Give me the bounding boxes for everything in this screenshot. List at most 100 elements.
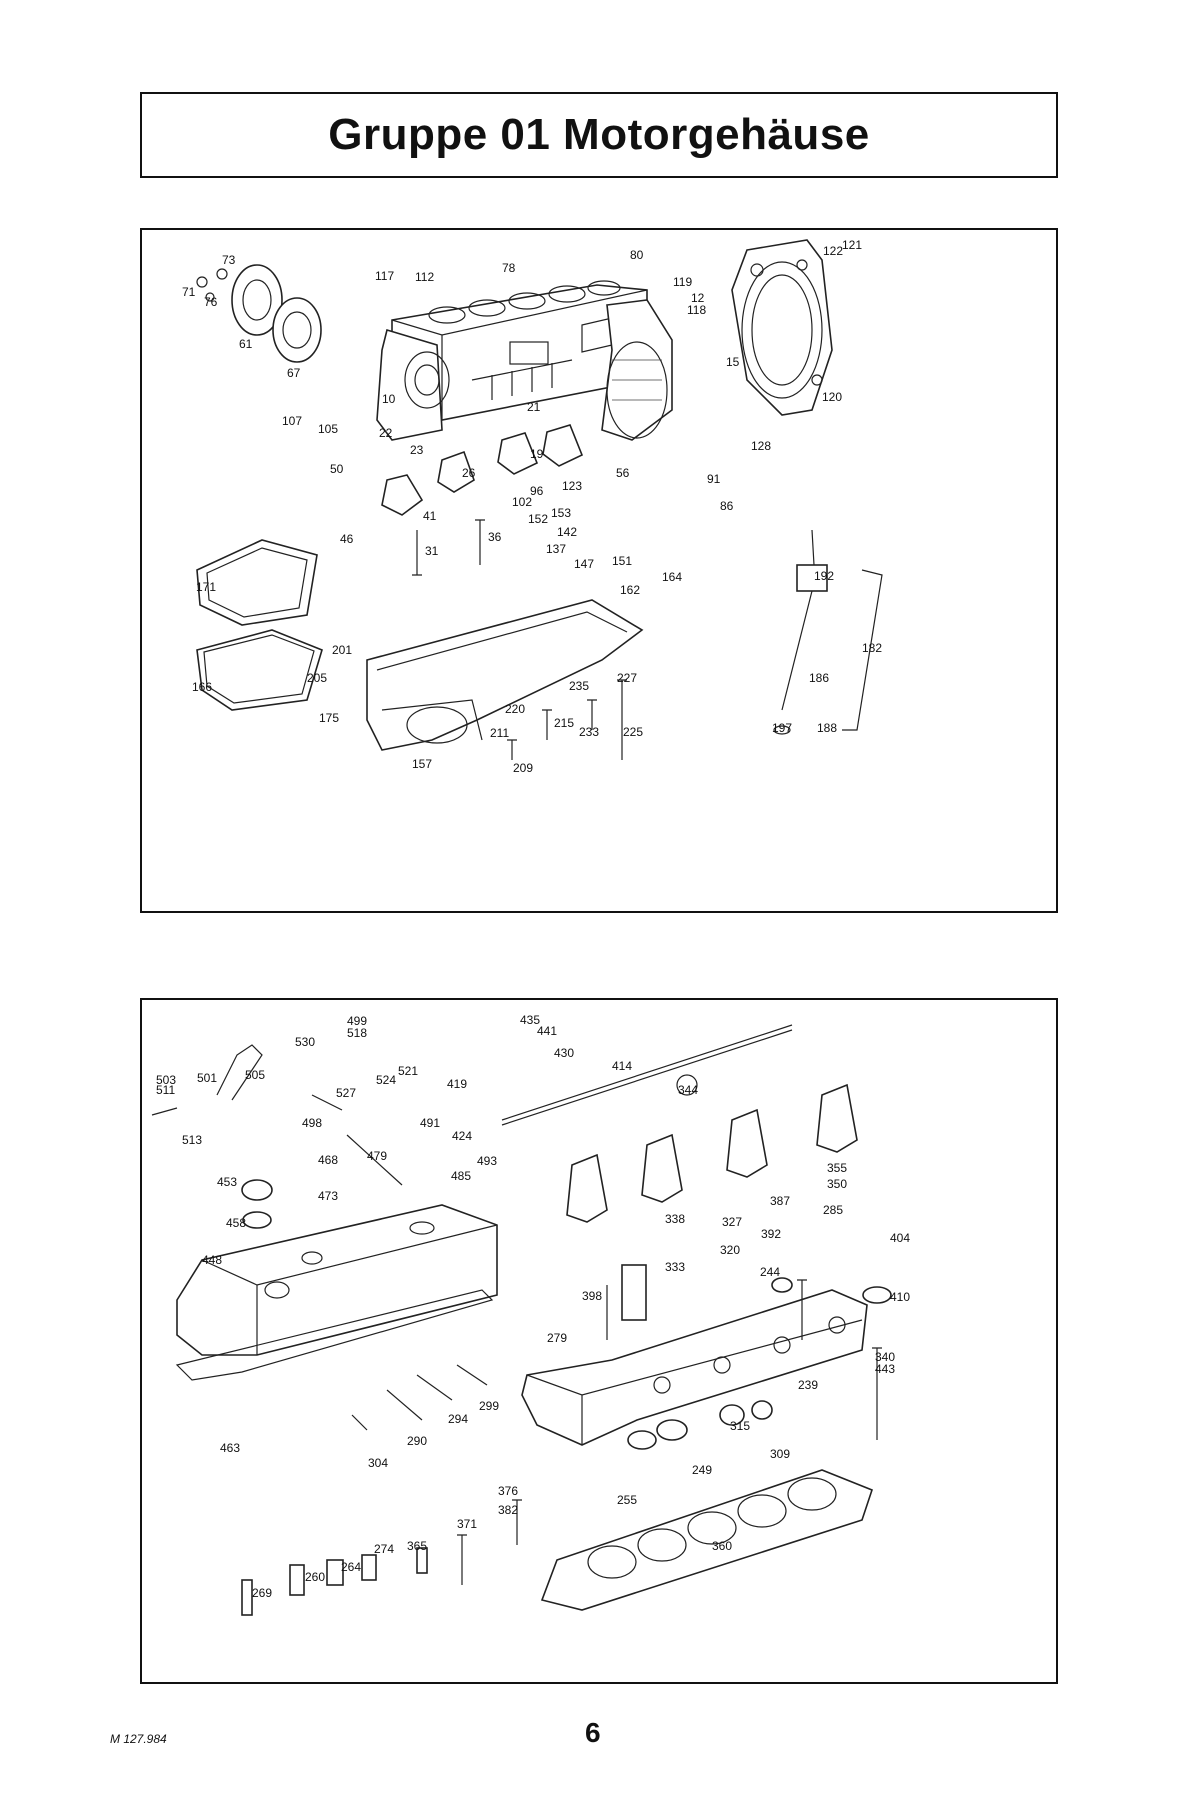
top-callout-128: 128: [751, 439, 771, 453]
flywheel-housing-drawing: [731, 239, 833, 416]
top-callout-117: 117: [375, 269, 394, 283]
top-callout-31: 31: [425, 544, 439, 558]
bottom-callout-344: 344: [678, 1083, 698, 1097]
small-fittings: [241, 1264, 892, 1616]
bottom-callout-435: 435: [520, 1013, 540, 1027]
top-callout-175: 175: [319, 711, 339, 725]
bottom-callout-404: 404: [890, 1231, 910, 1245]
top-callout-96: 96: [530, 484, 544, 498]
top-callout-22: 22: [379, 426, 393, 440]
bottom-callout-498: 498: [302, 1116, 322, 1130]
bottom-callout-279: 279: [547, 1331, 567, 1345]
page-number: 6: [585, 1717, 601, 1748]
bottom-callout-463: 463: [220, 1441, 240, 1455]
top-callout-41: 41: [423, 509, 437, 523]
valve-cover-drawing: [176, 1204, 498, 1356]
top-callout-122: 122: [823, 244, 843, 258]
bottom-callout-505: 505: [245, 1068, 265, 1082]
bolts: [412, 519, 627, 760]
top-callout-227: 227: [617, 671, 637, 685]
bottom-callout-530: 530: [295, 1035, 315, 1049]
bottom-callout-473: 473: [318, 1189, 338, 1203]
rocker-arm-supports: [566, 1074, 858, 1223]
top-callout-235: 235: [569, 679, 589, 693]
top-callout-120: 120: [822, 390, 842, 404]
bottom-callout-513: 513: [182, 1133, 202, 1147]
dipstick-and-tube: [773, 529, 883, 735]
bottom-callout-382: 382: [498, 1503, 518, 1517]
bottom-callout-518: 518: [347, 1026, 367, 1040]
bottom-callout-264: 264: [341, 1560, 361, 1574]
bottom-callout-410: 410: [890, 1290, 910, 1304]
bottom-callout-453: 453: [217, 1175, 237, 1189]
valve-cover-gasket: [175, 1289, 494, 1381]
top-callout-188: 188: [817, 721, 837, 735]
top-callout-182: 182: [862, 641, 882, 655]
top-callout-186: 186: [809, 671, 829, 685]
top-callout-102: 102: [512, 495, 532, 509]
page-title: Gruppe 01 Motorgehäuse: [328, 110, 870, 159]
breather-hoses: [151, 1044, 403, 1186]
top-callout-119: 119: [673, 275, 692, 289]
lower-oil-pan: [196, 629, 323, 711]
top-callout-121: 121: [842, 238, 862, 252]
bottom-callout-398: 398: [582, 1289, 602, 1303]
top-callout-151: 151: [612, 554, 632, 568]
top-callout-123: 123: [562, 479, 582, 493]
top-callout-112: 112: [415, 270, 434, 284]
cylinder-head-drawing: [521, 1289, 868, 1446]
bottom-callout-260: 260: [305, 1570, 325, 1584]
top-callout-67: 67: [287, 366, 301, 380]
top-callout-192: 192: [814, 569, 834, 583]
top-callout-233: 233: [579, 725, 599, 739]
bottom-callout-290: 290: [407, 1434, 427, 1448]
bottom-callout-443: 443: [875, 1362, 895, 1376]
top-callout-19: 19: [530, 447, 544, 461]
top-callout-46: 46: [340, 532, 354, 546]
bottom-callout-327: 327: [722, 1215, 742, 1229]
bottom-callout-340: 340: [875, 1350, 895, 1364]
top-callout-12: 12: [691, 291, 705, 305]
top-callout-78: 78: [502, 261, 516, 275]
main-bearing-caps: [381, 424, 584, 516]
bottom-callout-493: 493: [477, 1154, 497, 1168]
top-callout-153: 153: [551, 506, 571, 520]
top-callout-91: 91: [707, 472, 721, 486]
bottom-callout-458: 458: [226, 1216, 246, 1230]
top-callout-162: 162: [620, 583, 640, 597]
bottom-callout-294: 294: [448, 1412, 468, 1426]
top-callout-50: 50: [330, 462, 344, 476]
top-callout-220: 220: [505, 702, 525, 716]
bottom-callout-249: 249: [692, 1463, 712, 1477]
top-callout-201: 201: [332, 643, 352, 657]
bottom-callout-524: 524: [376, 1073, 396, 1087]
top-callout-197: 197: [772, 721, 792, 735]
oil-pan-gasket: [196, 539, 318, 626]
catalog-code: M 127.984: [110, 1732, 167, 1746]
bottom-callout-479: 479: [367, 1149, 387, 1163]
bottom-callout-527: 527: [336, 1086, 356, 1100]
top-callout-107: 107: [282, 414, 302, 428]
page-title-box: Gruppe 01 Motorgehäuse: [140, 92, 1058, 178]
bottom-callout-430: 430: [554, 1046, 574, 1060]
bottom-callout-521: 521: [398, 1064, 418, 1078]
oil-feed-pipe: [501, 1024, 793, 1126]
bottom-callout-501: 501: [197, 1071, 217, 1085]
bottom-callout-419: 419: [447, 1077, 467, 1091]
engine-block-drawing: [376, 280, 673, 441]
bottom-callout-376: 376: [498, 1484, 518, 1498]
top-callout-23: 23: [410, 443, 424, 457]
bottom-callout-244: 244: [760, 1265, 780, 1279]
top-callout-152: 152: [528, 512, 548, 526]
bottom-callout-360: 360: [712, 1539, 732, 1553]
top-callout-118: 118: [687, 303, 706, 317]
bottom-callout-299: 299: [479, 1399, 499, 1413]
bottom-callout-274: 274: [374, 1542, 394, 1556]
bottom-callout-255: 255: [617, 1493, 637, 1507]
bottom-callout-371: 371: [457, 1517, 477, 1531]
top-callout-73: 73: [222, 253, 236, 267]
head-gasket: [540, 1469, 873, 1611]
